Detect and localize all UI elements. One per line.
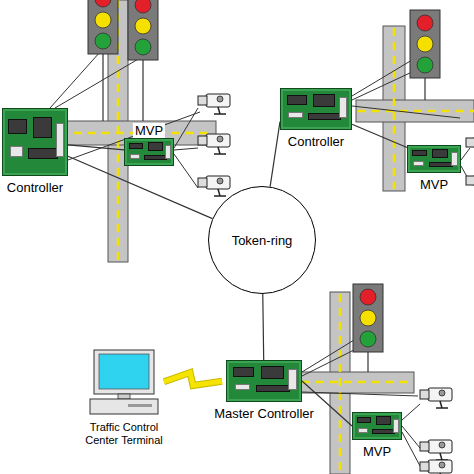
node-label: Master Controller <box>212 406 316 421</box>
chip <box>235 384 250 390</box>
camera <box>198 176 230 196</box>
chip <box>256 385 290 392</box>
lane-marking <box>302 381 412 384</box>
lane-marking <box>393 28 396 189</box>
connector-line <box>68 145 124 150</box>
chip <box>130 154 140 158</box>
controller-board: MVP <box>352 412 402 440</box>
chip <box>376 416 391 424</box>
camera <box>420 460 452 474</box>
chip <box>288 369 297 390</box>
connector-line <box>262 294 264 360</box>
chip <box>165 145 171 159</box>
chip <box>10 146 23 156</box>
camera <box>466 136 474 156</box>
wireless-link-outline <box>164 373 222 386</box>
chip <box>357 417 371 423</box>
chip <box>339 97 348 118</box>
chip <box>451 152 457 166</box>
controller-board: MVP <box>124 138 174 166</box>
controller-board: MVP <box>407 145 461 173</box>
chip <box>261 366 284 379</box>
wireless-link <box>164 373 222 386</box>
chip <box>412 150 427 156</box>
chip <box>288 112 302 118</box>
camera <box>466 174 474 194</box>
connector-line <box>164 373 222 386</box>
connector-line <box>352 124 407 147</box>
camera <box>420 388 452 408</box>
chip <box>148 142 163 150</box>
traffic-light <box>410 10 440 78</box>
terminal-computer: Traffic Control Center Terminal <box>88 348 160 416</box>
node-label: Controller <box>5 180 65 195</box>
chip <box>308 113 340 120</box>
node-label: MVP <box>361 444 393 459</box>
chip <box>287 95 307 104</box>
chip <box>358 428 368 432</box>
traffic-light <box>353 284 383 352</box>
traffic-light <box>128 0 158 60</box>
camera <box>198 134 230 154</box>
computer-icon <box>88 348 160 416</box>
ring-label: Token-ring <box>232 233 293 248</box>
road <box>356 100 474 122</box>
controller-board: Controller <box>280 88 352 130</box>
wires <box>50 52 470 466</box>
chip <box>8 119 26 134</box>
controller-board: Master Controller <box>226 360 302 402</box>
chip <box>28 148 58 159</box>
network-line <box>270 122 280 187</box>
camera <box>420 440 452 460</box>
camera <box>198 94 230 114</box>
network-line <box>262 294 264 360</box>
controller-board: Controller <box>2 108 68 176</box>
node-label: Controller <box>286 134 346 149</box>
node-label: Traffic Control Center Terminal <box>74 421 174 447</box>
chip <box>233 367 254 376</box>
chip <box>56 123 64 157</box>
connector-line <box>270 122 280 187</box>
chip <box>144 155 167 159</box>
chip <box>129 143 143 149</box>
chip <box>393 419 399 433</box>
road <box>300 372 414 393</box>
ring-circle: Token-ring <box>208 186 316 294</box>
node-label: MVP <box>418 177 450 192</box>
network-line <box>352 124 407 147</box>
node-label: MVP <box>133 123 165 138</box>
chip <box>413 161 424 165</box>
chip <box>372 429 395 433</box>
chip <box>432 149 448 157</box>
lane-marking <box>339 294 342 474</box>
network-line <box>68 145 124 150</box>
traffic-light <box>88 0 118 54</box>
chip <box>429 162 453 166</box>
chip <box>313 94 335 107</box>
lane-marking <box>358 110 474 113</box>
chip <box>33 117 53 137</box>
